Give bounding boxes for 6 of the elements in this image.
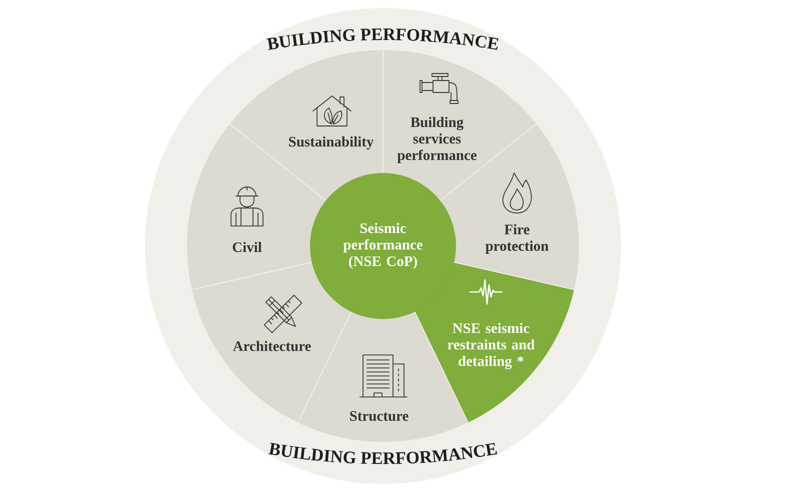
node-label: Civil — [232, 242, 262, 252]
node-label: Fire protection — [486, 224, 548, 254]
pie-sector: Building services performance — [384, 50, 536, 201]
pie-sector: Sustainability — [230, 50, 382, 201]
node-label: Structure — [350, 411, 408, 421]
curved-label: BUILDING PERFORMANCE — [268, 442, 497, 464]
